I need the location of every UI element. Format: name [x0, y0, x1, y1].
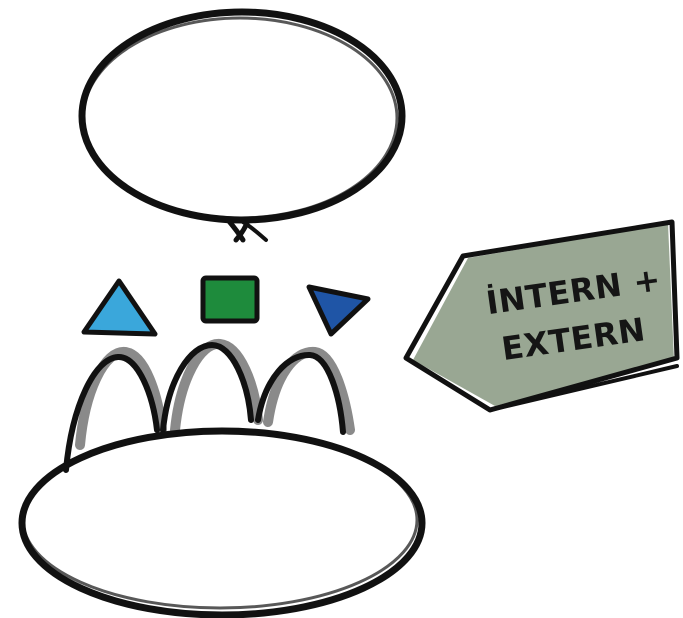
blue-triangle-icon — [81, 278, 158, 337]
bottom-oval — [18, 427, 426, 618]
top-oval — [78, 8, 406, 243]
green-square-icon — [200, 275, 260, 324]
intern-extern-tag: İNTERN + EXTERN — [403, 219, 680, 413]
dark-blue-triangle-icon — [306, 284, 371, 337]
arches — [63, 339, 355, 473]
